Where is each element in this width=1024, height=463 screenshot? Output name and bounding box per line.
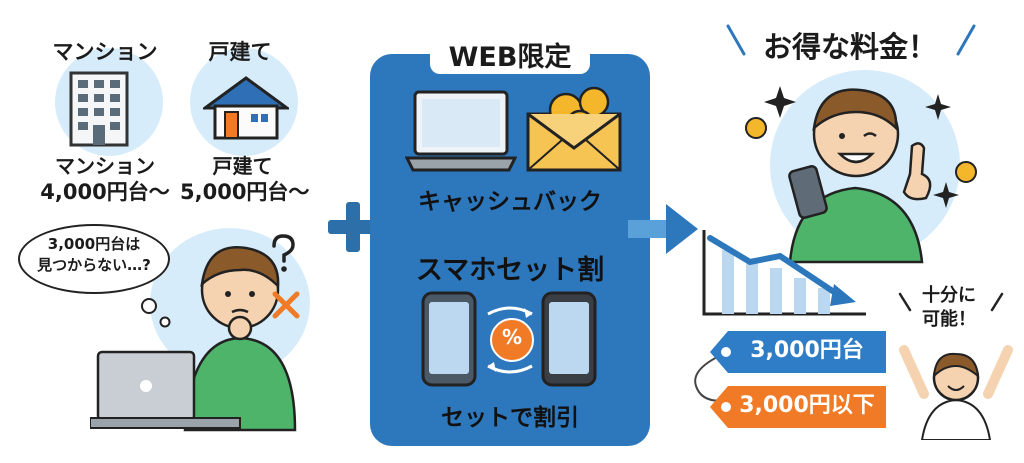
thought-dots — [141, 298, 171, 328]
declining-chart-icon — [702, 230, 866, 316]
price-tag-orange-label: 3,000円以下 — [739, 393, 875, 418]
laptop-icon — [405, 90, 517, 172]
web-limited-title-bg — [430, 30, 590, 74]
percent-badge-label: % — [501, 325, 523, 349]
enough-accent-lines — [898, 292, 1004, 312]
mansion-price: 4,000円台〜 — [40, 180, 170, 204]
mansion-price-label: マンション — [55, 154, 155, 178]
thought-bubble-line-1: 3,000円台は — [47, 235, 141, 253]
price-tag-blue — [710, 331, 886, 373]
set-discount-label: セットで割引 — [441, 405, 579, 431]
mansion-label-top: マンション — [52, 40, 158, 64]
cross-mark-icon — [272, 291, 300, 319]
cashback-envelope-icon — [526, 86, 622, 172]
right-arrow-icon — [628, 204, 698, 254]
house-icon — [203, 76, 289, 140]
smartphone-set-title: スマホセット割 — [415, 255, 605, 286]
happy-person-illustration — [745, 86, 977, 264]
smartphone-left-icon — [421, 291, 477, 387]
enough-label: 十分に 可能！ — [904, 284, 994, 332]
percent-badge — [490, 318, 534, 362]
plus-icon — [328, 202, 378, 252]
house-price: 5,000円台〜 — [180, 180, 310, 204]
thought-bubble-line-2: 見つからない…? — [37, 256, 151, 274]
tag-string — [694, 351, 729, 402]
enough-label-line-1: 十分に — [922, 285, 976, 306]
web-limited-title: WEB限定 — [448, 42, 572, 73]
price-tag-orange — [710, 386, 886, 428]
headline: お得な料金！ — [762, 30, 937, 64]
thought-bubble: 3,000円台は 見つからない…? — [18, 224, 170, 294]
house-label-top: 戸建て — [208, 40, 272, 64]
apartment-building-icon — [69, 71, 129, 147]
headline-accent-left — [726, 24, 746, 56]
cheering-person-illustration — [899, 345, 1013, 440]
enough-label-line-2: 可能！ — [922, 309, 976, 330]
price-tag-blue-label: 3,000円台 — [750, 338, 864, 363]
smartphone-right-icon — [541, 291, 597, 387]
question-mark-icon — [272, 234, 295, 272]
headline-accent-right — [956, 24, 976, 56]
exchange-arrows-icon — [487, 306, 533, 374]
thinking-person-illustration — [90, 246, 297, 432]
cashback-label: キャッシュバック — [418, 189, 602, 215]
house-price-label: 戸建て — [212, 154, 273, 178]
